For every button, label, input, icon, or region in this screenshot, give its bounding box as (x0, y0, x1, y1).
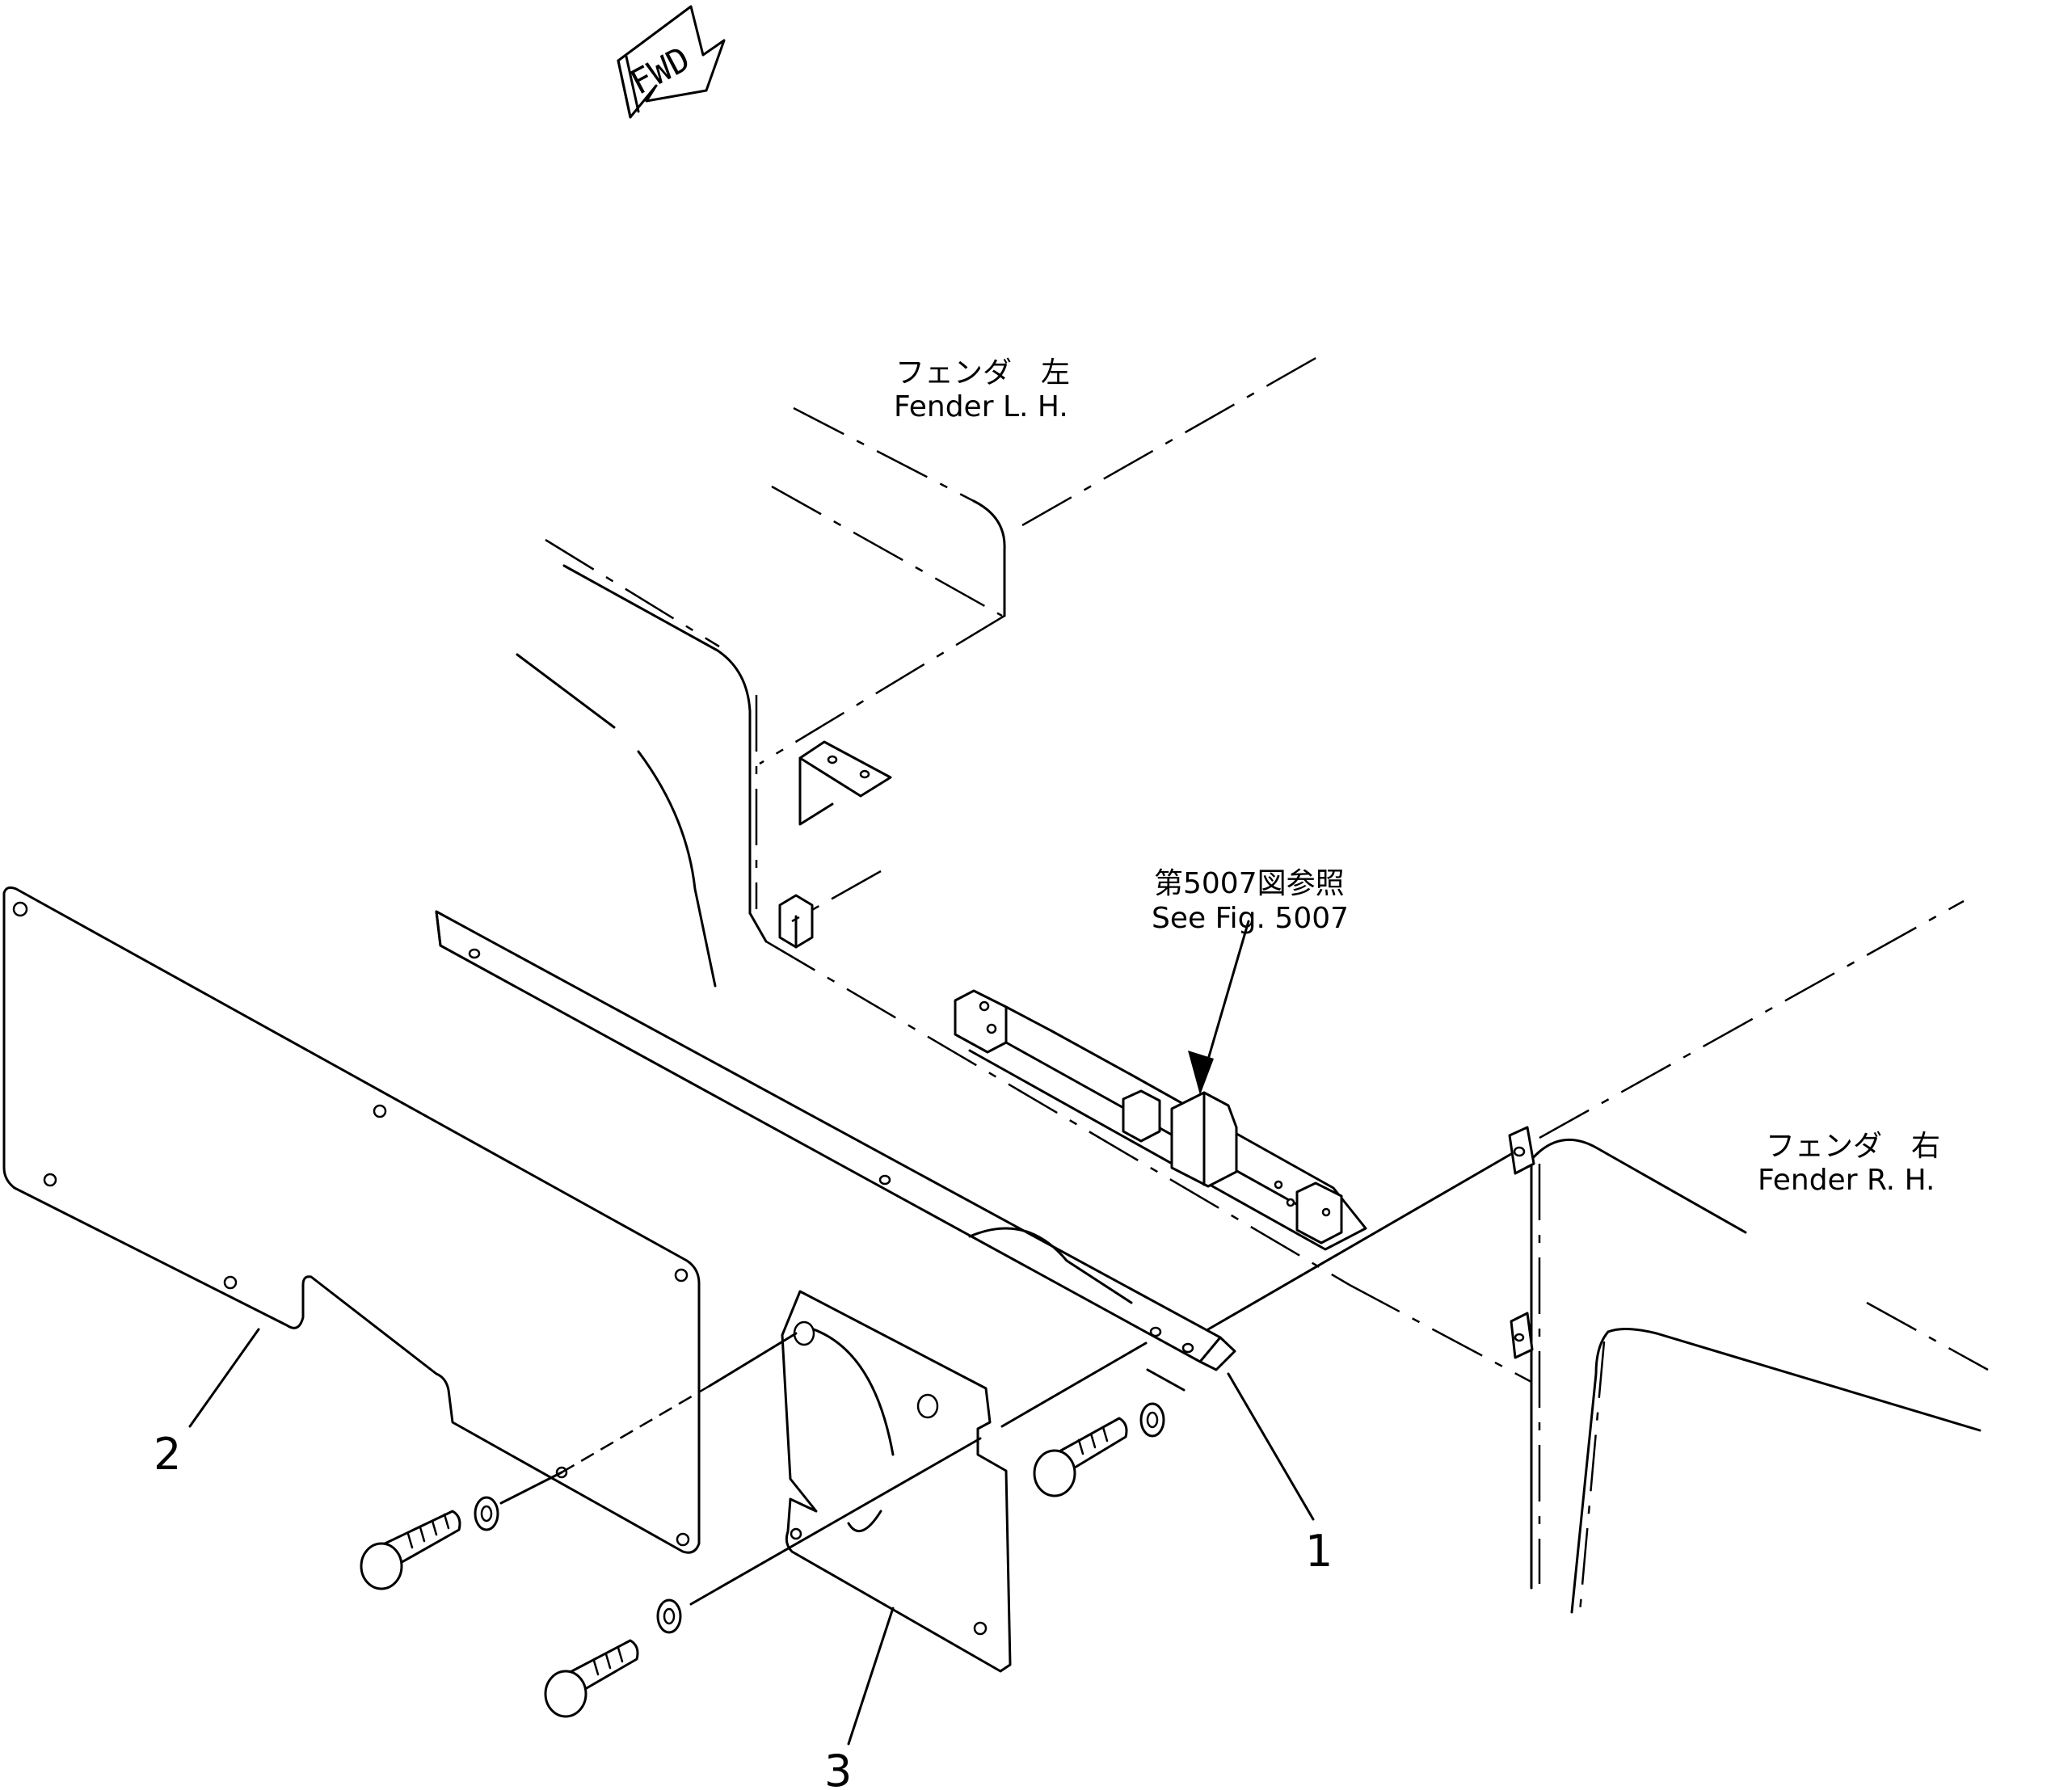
bolt-icon (1033, 1417, 1128, 1497)
part-3-bracket-cover (781, 1290, 1012, 1673)
part-1-angle-strip (435, 910, 1236, 1371)
see-fig-leader-arrow (1188, 920, 1250, 1095)
fastener-alignment-lines (499, 1332, 1186, 1606)
bolt-icon (360, 1510, 461, 1590)
part-2-callout: 2 (154, 1429, 181, 1480)
fwd-arrow-icon: FWD (617, 5, 726, 119)
fender-rh-en-label: Fender R. H. (1758, 1164, 1935, 1197)
part-3-callout: 3 (824, 1746, 852, 1790)
fender-lh-en-label: Fender L. H. (894, 390, 1068, 423)
fender-lh-jp-label: フェンダ 左 (895, 356, 1070, 390)
part-2-cover-plate (2, 886, 701, 1554)
see-fig-en-label: See Fig. 5007 (1152, 902, 1349, 935)
frame-rail-assembly (954, 989, 1367, 1251)
part-3-leader (847, 1607, 895, 1746)
fender-rh-jp-label: フェンダ 右 (1766, 1130, 1940, 1163)
fender-right (1207, 899, 1989, 1614)
bolt-icon (544, 1639, 639, 1718)
see-fig-jp-label: 第5007図参照 (1154, 867, 1345, 900)
part-1-leader (1227, 1372, 1315, 1521)
fender-left (516, 356, 1350, 1287)
part-2-leader (188, 1328, 260, 1428)
part-1-callout: 1 (1305, 1526, 1333, 1577)
